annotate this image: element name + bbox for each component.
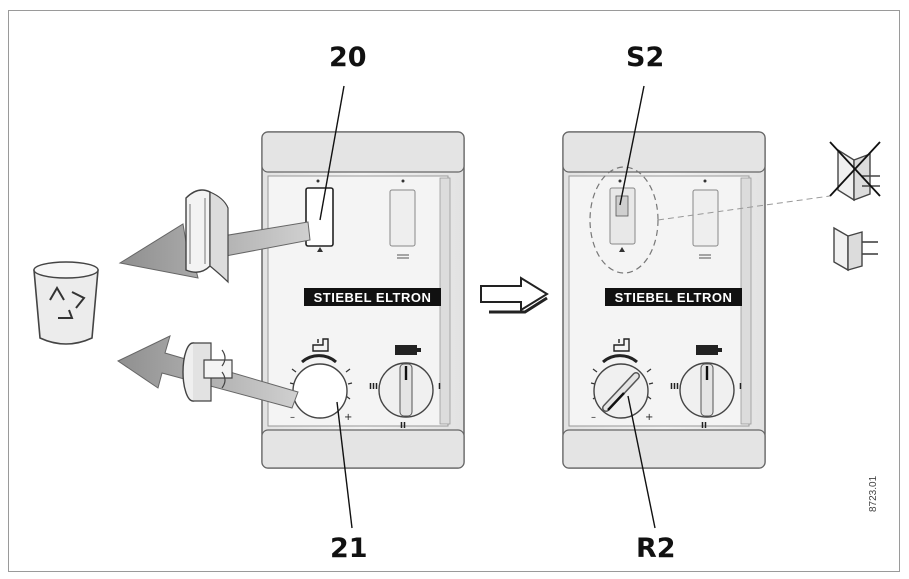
stage-dial-left — [378, 345, 434, 418]
thermostat-slot-left — [305, 179, 334, 252]
callout-line-21 — [336, 401, 353, 529]
dial-max-mark-left: + — [344, 412, 353, 423]
dial-min-mark-left: – — [290, 412, 295, 423]
callout-label-S2: S2 — [626, 42, 665, 73]
stage-1-mark-right: I — [739, 382, 742, 391]
stage-2-mark-right: II — [701, 421, 707, 430]
stage-1-mark-left: I — [438, 382, 441, 391]
stage-dial-right — [679, 345, 735, 418]
wrong-switch-icon — [829, 141, 881, 202]
callout-label-R2: R2 — [636, 533, 676, 564]
callout-line-20 — [319, 85, 345, 221]
potentiometer-dial-right — [590, 338, 654, 419]
removed-cover-part — [185, 189, 229, 284]
dial-min-mark-right: – — [591, 412, 596, 423]
switch-detail-line — [657, 195, 831, 221]
correct-switch-icon — [833, 226, 878, 272]
callout-line-R2 — [627, 395, 656, 529]
brand-label-right: STIEBEL ELTRON — [614, 290, 733, 305]
removed-knob-part — [182, 342, 233, 402]
stage-3-mark-left: III — [369, 382, 378, 391]
stage-3-mark-right: III — [670, 382, 679, 391]
brand-plate-right — [605, 288, 742, 306]
transition-arrow — [480, 276, 549, 314]
dial-max-mark-right: + — [645, 412, 654, 423]
callout-label-21: 21 — [330, 533, 368, 564]
heating-slot-right — [692, 179, 719, 259]
drawing-number: 8723.01 — [868, 475, 879, 512]
recycle-bin-icon — [33, 261, 99, 345]
callout-line-S2 — [619, 85, 645, 206]
stage-2-mark-left: II — [400, 421, 406, 430]
brand-plate-left — [304, 288, 441, 306]
brand-label-left: STIEBEL ELTRON — [313, 290, 432, 305]
callout-label-20: 20 — [329, 42, 367, 73]
heating-slot-left — [389, 179, 416, 259]
